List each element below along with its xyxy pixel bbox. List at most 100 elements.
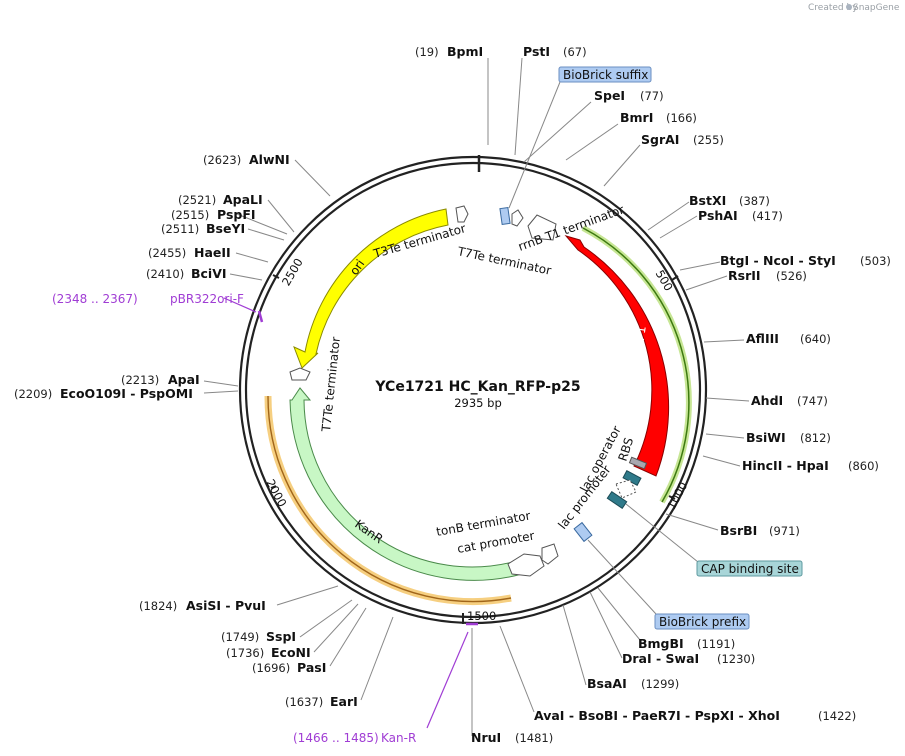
enzyme-pos-bsrbi: (971): [769, 524, 800, 538]
enzyme-name-apali[interactable]: ApaLI: [223, 192, 263, 207]
enzyme-pos-sgrai: (255): [693, 133, 724, 147]
cap-binding-site-text: CAP binding site: [701, 562, 799, 576]
enzyme-name-eari[interactable]: EarI: [330, 694, 358, 709]
enzyme-pos-drai-swai: (1230): [717, 652, 755, 666]
enzyme-name-spei[interactable]: SpeI: [594, 88, 625, 103]
enzyme-pos-alwni: (2623): [203, 153, 241, 167]
enzyme-name-bseyi[interactable]: BseYI: [206, 221, 245, 236]
enzyme-name-sspi[interactable]: SspI: [266, 629, 296, 644]
enzyme-name-sgrai[interactable]: SgrAI: [641, 132, 679, 147]
enzyme-name-bmri[interactable]: BmrI: [620, 110, 653, 125]
primer-range-pbr322ori-f: (2348 .. 2367): [52, 292, 138, 306]
rbs-glyph[interactable]: [628, 456, 648, 470]
credit-brand: SnapGene: [853, 3, 900, 13]
enzyme-name-rsrii[interactable]: RsrII: [728, 268, 761, 283]
kanr-highlight-line: [267, 395, 512, 603]
enzyme-pos-bpmi: (19): [415, 45, 439, 59]
enzyme-pos-spei: (77): [640, 89, 664, 103]
enzyme-name-bsiwi[interactable]: BsiWI: [746, 430, 786, 445]
enzyme-pos-btgi-ncoi-styi: (503): [860, 254, 891, 268]
snapgene-logo-icon: [846, 4, 852, 10]
rrnb-terminator-glyph-a[interactable]: [511, 209, 524, 227]
plasmid-name: YCe1721 HC_Kan_RFP-p25: [374, 379, 580, 395]
tick-label-2500: 2500: [279, 256, 306, 288]
enzyme-name-drai-swai[interactable]: DraI - SwaI: [622, 651, 699, 666]
primer-name-kan-r: Kan-R: [381, 731, 416, 745]
primer-kan-r[interactable]: (1466 .. 1485) Kan-R: [293, 622, 478, 745]
enzyme-pos-bmgbi: (1191): [697, 637, 735, 651]
enzyme-name-bpmi[interactable]: BpmI: [447, 44, 483, 59]
enzyme-name-apai[interactable]: ApaI: [168, 372, 200, 387]
enzyme-name-nrui[interactable]: NruI: [471, 730, 501, 745]
enzyme-pos-asisi-pvui: (1824): [139, 599, 177, 613]
enzyme-pos-pshai: (417): [752, 209, 783, 223]
enzyme-pos-sspi: (1749): [221, 630, 259, 644]
enzyme-name-bcivi[interactable]: BciVI: [191, 266, 227, 281]
enzyme-labels: (19) BpmI PstI (67) SpeI (77) BmrI (166)…: [14, 44, 891, 745]
enzyme-pos-bsaai: (1299): [641, 677, 679, 691]
primer-name-pbr322ori-f: pBR322ori-F: [170, 292, 244, 306]
enzyme-pos-apali: (2521): [178, 193, 216, 207]
enzyme-name-ahdi[interactable]: AhdI: [751, 393, 783, 408]
feature-label-t7te-a: T7Te terminator: [455, 244, 552, 278]
enzyme-name-ecoo109i[interactable]: EcoO109I - PspOMI: [60, 386, 193, 401]
enzyme-pos-ecoo109i: (2209): [14, 387, 52, 401]
enzyme-name-hincii-hpai[interactable]: HincII - HpaI: [742, 458, 829, 473]
biobrick-suffix-glyph[interactable]: [499, 206, 511, 226]
enzyme-pos-bmri: (166): [666, 111, 697, 125]
biobrick-suffix-text: BioBrick suffix: [563, 68, 648, 82]
tonb-terminator-glyph[interactable]: [541, 543, 559, 565]
credit-prefix: Created by: [808, 3, 858, 13]
enzyme-pos-afliii: (640): [800, 332, 831, 346]
enzyme-leader-lines: [203, 57, 750, 736]
cat-promoter-glyph[interactable]: [507, 553, 545, 577]
enzyme-name-avai-group[interactable]: AvaI - BsoBI - PaeR7I - PspXI - XhoI: [534, 708, 780, 723]
enzyme-name-psti[interactable]: PstI: [523, 44, 550, 59]
biobrick-prefix-text: BioBrick prefix: [659, 615, 746, 629]
ori-feature-arrow[interactable]: [293, 208, 449, 369]
enzyme-name-bstxi[interactable]: BstXI: [689, 193, 726, 208]
lac-promoter-glyph[interactable]: [615, 479, 637, 499]
enzyme-pos-pspfi: (2515): [171, 208, 209, 222]
enzyme-pos-apai: (2213): [121, 373, 159, 387]
enzyme-pos-bseyi: (2511): [161, 222, 199, 236]
enzyme-name-bsaai[interactable]: BsaAI: [587, 676, 627, 691]
enzyme-pos-psti: (67): [563, 45, 587, 59]
enzyme-name-btgi-ncoi-styi[interactable]: BtgI - NcoI - StyI: [720, 253, 836, 268]
biobrick-prefix-glyph[interactable]: [573, 521, 593, 543]
cap-binding-site-label[interactable]: CAP binding site: [625, 503, 803, 577]
mrfp1-highlight-line: [582, 227, 690, 503]
enzyme-name-afliii[interactable]: AflIII: [746, 331, 779, 346]
enzyme-name-bmgbi[interactable]: BmgBI: [638, 636, 684, 651]
enzyme-name-pshai[interactable]: PshAI: [698, 208, 738, 223]
enzyme-name-pasi[interactable]: PasI: [297, 660, 326, 675]
biobrick-suffix-label[interactable]: BioBrick suffix: [508, 66, 652, 209]
tick-label-1500: 1500: [467, 609, 496, 623]
enzyme-pos-nrui: (1481): [515, 731, 553, 745]
enzyme-name-asisi-pvui[interactable]: AsiSI - PvuI: [186, 598, 266, 613]
t7te-terminator-glyph[interactable]: [289, 367, 311, 381]
enzyme-pos-pasi: (1696): [252, 661, 290, 675]
cap-binding-site-glyph[interactable]: [606, 490, 628, 510]
rrnb-terminator-glyph-b[interactable]: [527, 214, 557, 241]
enzyme-name-haeii[interactable]: HaeII: [194, 245, 231, 260]
enzyme-pos-ahdi: (747): [797, 394, 828, 408]
t3te-terminator-glyph[interactable]: [455, 205, 469, 223]
enzyme-name-alwni[interactable]: AlwNI: [249, 152, 290, 167]
enzyme-pos-bsiwi: (812): [800, 431, 831, 445]
mrfp1-feature-arrow[interactable]: [564, 235, 670, 477]
enzyme-pos-hincii-hpai: (860): [848, 459, 879, 473]
primer-pbr322ori-f[interactable]: (2348 .. 2367) pBR322ori-F: [52, 292, 264, 323]
enzyme-name-econi[interactable]: EcoNI: [271, 645, 311, 660]
enzyme-pos-rsrii: (526): [776, 269, 807, 283]
enzyme-pos-avai-group: (1422): [818, 709, 856, 723]
enzyme-pos-haeii: (2455): [148, 246, 186, 260]
enzyme-pos-econi: (1736): [226, 646, 264, 660]
enzyme-pos-bstxi: (387): [739, 194, 770, 208]
enzyme-name-pspfi[interactable]: PspFI: [217, 207, 256, 222]
primer-range-kan-r: (1466 .. 1485): [293, 731, 379, 745]
backbone-inner-ring: [244, 161, 702, 619]
biobrick-prefix-label[interactable]: BioBrick prefix: [587, 539, 750, 630]
enzyme-name-bsrbi[interactable]: BsrBI: [720, 523, 757, 538]
